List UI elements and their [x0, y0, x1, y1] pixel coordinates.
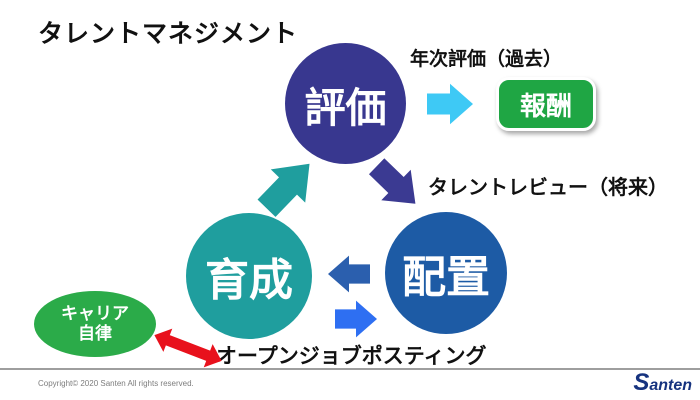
- arrow-right-to-reward-icon: [427, 83, 473, 125]
- circle-placement-label: 配置: [402, 253, 490, 302]
- career-autonomy-line1: キャリア: [61, 304, 129, 324]
- circle-placement: 配置: [385, 212, 507, 334]
- arrow-shape: [257, 163, 310, 217]
- arrow-shape: [328, 255, 370, 293]
- double-arrow-career-link-icon: [154, 328, 222, 368]
- circle-evaluation: 評価: [285, 43, 406, 164]
- career-autonomy-ellipse: キャリア 自律: [34, 291, 156, 357]
- arrow-shape: [154, 328, 222, 368]
- circle-development-label: 育成: [205, 256, 293, 305]
- reward-box: 報酬: [496, 77, 596, 131]
- annual-evaluation-label: 年次評価（過去）: [410, 49, 563, 70]
- circle-evaluation-label: 評価: [304, 84, 387, 131]
- santen-logo: Santen: [633, 369, 692, 396]
- circle-development: 育成: [186, 213, 312, 339]
- reward-box-label: 報酬: [519, 90, 572, 121]
- copyright-text: Copyright© 2020 Santen All rights reserv…: [38, 379, 194, 388]
- open-job-posting-label: オープンジョブポスティング: [216, 345, 487, 368]
- page-title: タレントマネジメント: [38, 20, 299, 48]
- arrow-shape: [368, 158, 416, 204]
- arrow-development-to-placement-icon: [335, 300, 377, 338]
- arrow-placement-to-development-icon: [328, 255, 370, 293]
- talent-review-label: タレントレビュー（将来）: [428, 177, 668, 199]
- arrow-shape: [427, 83, 473, 125]
- career-autonomy-line2: 自律: [78, 324, 112, 343]
- arrow-development-to-evaluation-icon: [257, 163, 310, 217]
- arrow-shape: [335, 300, 377, 338]
- footer-divider: [0, 368, 700, 370]
- arrow-evaluation-to-placement-icon: [368, 158, 416, 204]
